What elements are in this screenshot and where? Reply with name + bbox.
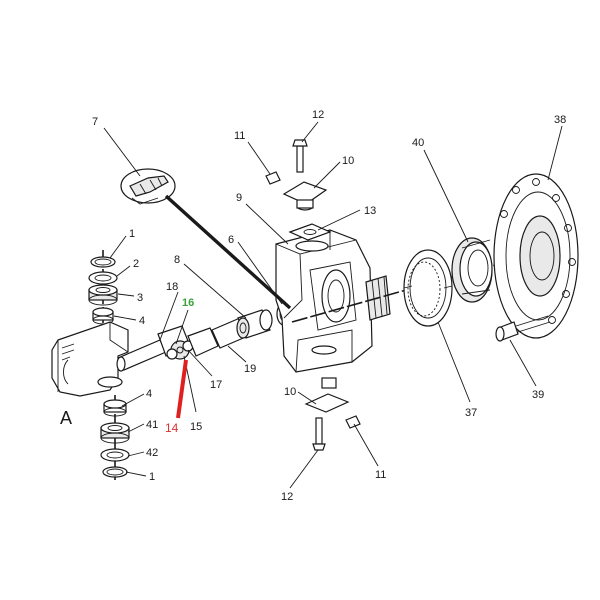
callout-9: 9: [236, 192, 242, 204]
steering-knuckle-9: [275, 229, 391, 373]
grease-nipple-11-upper: [265, 171, 281, 185]
callout-10-upper: 10: [342, 155, 354, 167]
lower-kingpin-assembly: [304, 377, 361, 451]
callout-11-upper: 11: [234, 130, 245, 142]
callout-16: 16: [182, 297, 194, 309]
callout-labels: 1 2 3 4 18 16 8 6 9 7 11 12 10 13 40 38 …: [60, 109, 566, 503]
washer-42: [100, 448, 130, 462]
washer-2: [88, 271, 118, 285]
callout-37: 37: [465, 407, 477, 419]
callout-15: 15: [190, 421, 202, 433]
callout-14: 14: [165, 421, 179, 435]
callout-12-upper: 12: [312, 109, 324, 121]
callout-40: 40: [412, 137, 424, 149]
ring-gear-37: [403, 249, 453, 327]
callout-6: 6: [228, 234, 234, 246]
cover-10-lower: [304, 393, 350, 413]
wheel-stud-39: [495, 315, 551, 342]
upper-kingpin-assembly: [265, 139, 332, 241]
callout-4-lower: 4: [146, 388, 152, 400]
callout-7: 7: [92, 116, 98, 128]
callout-17: 17: [210, 379, 222, 391]
detail-pointer-bar: [164, 194, 292, 310]
detail-inset-7: [120, 168, 176, 205]
callout-19: 19: [244, 363, 256, 375]
callout-38: 38: [554, 114, 566, 126]
bolt-12-upper: [296, 145, 304, 173]
callout-12-lower: 12: [281, 491, 293, 503]
seal-8: [236, 309, 273, 339]
axle-housing-end: [51, 321, 129, 397]
universal-joint-shaft: [116, 317, 249, 372]
callout-18: 18: [166, 281, 178, 293]
bearing-40: [451, 237, 493, 303]
callout-1-lower: 1: [149, 471, 155, 483]
callout-41: 41: [146, 419, 158, 431]
callout-10-lower: 10: [284, 386, 296, 398]
callout-13: 13: [364, 205, 376, 217]
callout-8: 8: [174, 254, 180, 266]
left-lower-stack: [100, 395, 130, 480]
callout-39: 39: [532, 389, 544, 401]
left-upper-stack: [88, 250, 118, 330]
wheel-hub-38: [493, 173, 579, 339]
shim-13: [288, 223, 332, 241]
grease-nipple-11-lower: [345, 415, 361, 429]
highlight-arrow: [176, 359, 188, 419]
bolt-12-lower: [315, 417, 323, 445]
callout-42: 42: [146, 447, 158, 459]
callout-11-lower: 11: [375, 469, 386, 481]
callout-4-upper: 4: [139, 315, 145, 327]
view-label-a: A: [60, 408, 72, 428]
callout-2: 2: [133, 258, 139, 270]
callout-3: 3: [137, 292, 143, 304]
callout-1-upper: 1: [129, 228, 135, 240]
